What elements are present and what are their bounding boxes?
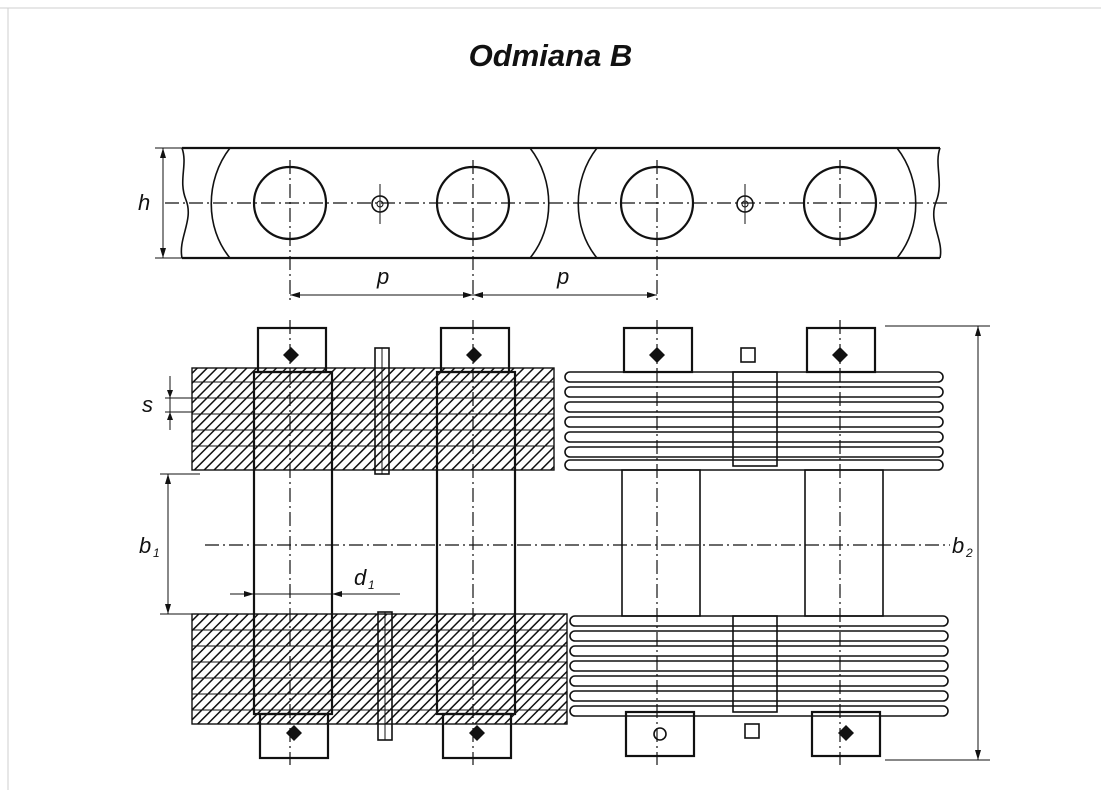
dimension-label-b1: b 1 [139,533,160,560]
dimension-label-p-right: p [556,264,569,289]
dimension-label-s: s [142,392,153,417]
dimension-label-b2: b 2 [952,533,973,560]
outline-plates-lower [569,615,949,717]
dimension-label-h: h [138,190,150,215]
hatched-plates-upper [191,367,555,471]
b2-main: b [952,533,964,558]
hatched-plates-lower [191,613,568,725]
top-view [155,146,950,300]
b1-sub: 1 [153,546,160,560]
d1-sub: 1 [368,578,375,592]
dimension-label-p-left: p [376,264,389,289]
bottom-view [160,320,990,765]
d1-main: d [354,565,367,590]
b2-sub: 2 [965,546,973,560]
dimension-label-d1: d 1 [354,565,375,592]
outline-plates-upper [564,371,944,471]
drawing-title: Odmiana B [468,38,633,73]
b1-main: b [139,533,151,558]
